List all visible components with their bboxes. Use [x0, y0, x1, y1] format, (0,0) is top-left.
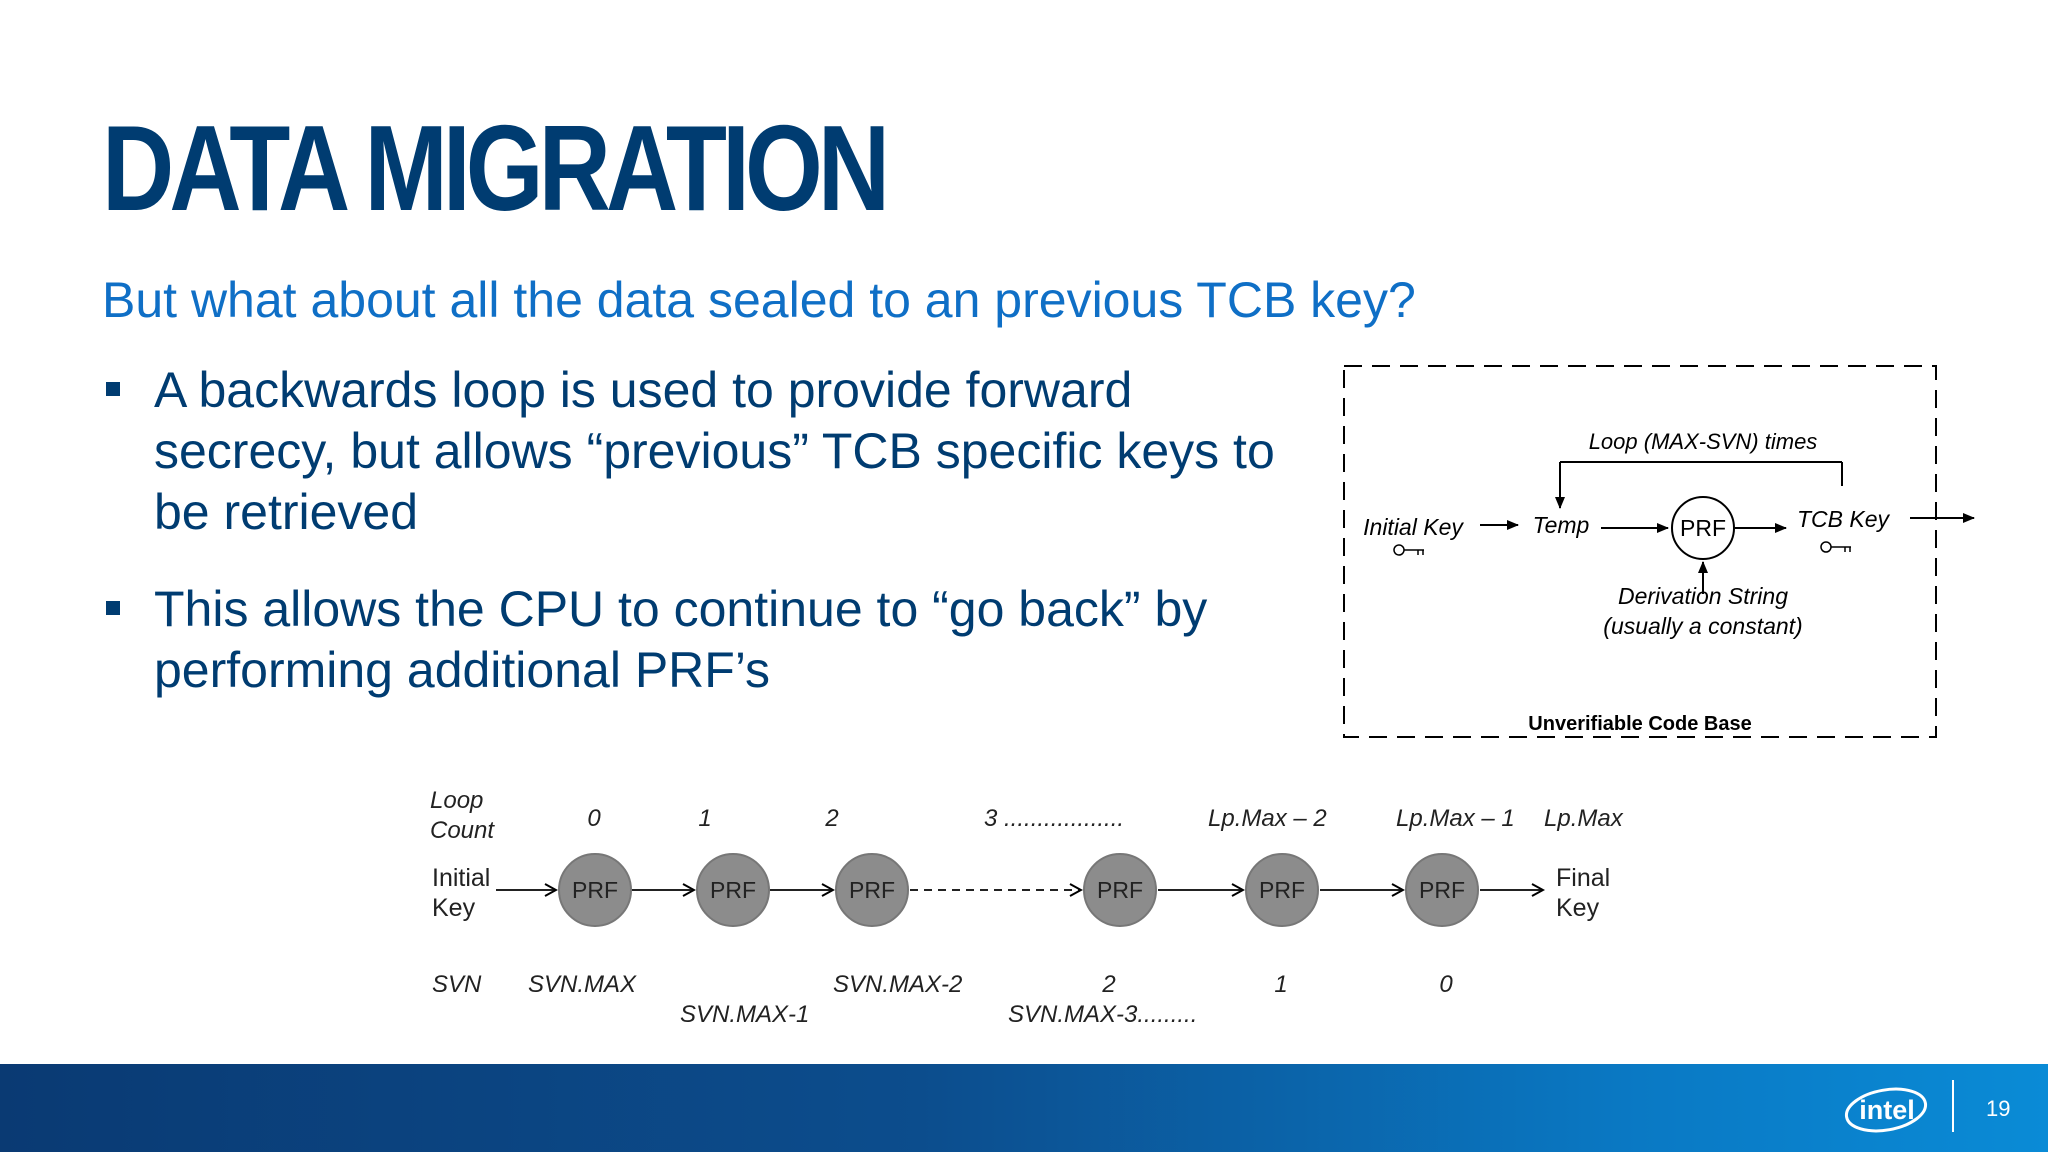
tcb-key-label: TCB Key: [1797, 506, 1891, 532]
initial-key-label: Initial Key: [1363, 514, 1464, 540]
loop-count-value: 0: [587, 805, 601, 832]
loop-count-value: 2: [824, 805, 838, 832]
bullet-item: A backwards loop is used to provide forw…: [102, 360, 1302, 543]
prf-node: [835, 853, 909, 927]
bullet-square-icon: [106, 382, 120, 396]
slide-title: DATA MIGRATION: [102, 100, 890, 236]
prf-node-label: PRF: [572, 877, 618, 903]
prf-node-label: PRF: [1097, 877, 1143, 903]
loop-count-value: 3 ..................: [984, 805, 1124, 832]
prf-node: [696, 853, 770, 927]
tcb-key-icon: [1820, 541, 1851, 553]
bullet-list: A backwards loop is used to provide forw…: [102, 360, 1302, 737]
footer-divider: [1952, 1080, 1954, 1132]
svn-label: SVN: [432, 971, 482, 998]
derivation-string-label: Derivation String: [1618, 583, 1788, 609]
prf-node-label: PRF: [1259, 877, 1305, 903]
tcb-key-derivation-diagram: Loop (MAX-SVN) times Initial Key Temp PR…: [430, 365, 1975, 1028]
prf-node: [558, 853, 632, 927]
loop-times-label: Loop (MAX-SVN) times: [1589, 429, 1818, 454]
prf-node-label: PRF: [1680, 515, 1726, 541]
svn-value: SVN.MAX-1: [680, 1001, 809, 1028]
svn-value: 0: [1439, 971, 1453, 998]
derivation-string-note: (usually a constant): [1603, 613, 1802, 639]
final-key-label-line2: Key: [1556, 894, 1600, 922]
page-number: 19: [1986, 1096, 2011, 1121]
bullet-text: A backwards loop is used to provide forw…: [154, 362, 1275, 540]
initial-key-label-line2: Key: [432, 894, 476, 922]
loop-count-value: Lp.Max – 1: [1396, 805, 1515, 832]
unverifiable-code-base-label: Unverifiable Code Base: [1528, 713, 1751, 735]
prf-node: [1245, 853, 1319, 927]
prf-node: [1671, 496, 1735, 560]
loop-count-label-line2: Count: [430, 817, 495, 844]
bullet-square-icon: [106, 601, 120, 615]
backwards-loop-diagram: Loop Count 0 1 2 3 .................. Lp…: [430, 787, 1624, 1028]
initial-key-icon: [1393, 544, 1424, 556]
svn-value: 1: [1274, 971, 1287, 998]
svn-value: SVN.MAX: [528, 971, 637, 998]
loop-count-value: Lp.Max: [1544, 805, 1624, 832]
unverifiable-code-base-box: [1343, 365, 1937, 738]
temp-label: Temp: [1533, 512, 1590, 538]
loop-count-value: Lp.Max – 2: [1208, 805, 1327, 832]
footer-bar: [0, 1064, 2048, 1152]
loop-count-label: Loop: [430, 787, 483, 814]
prf-node: [1083, 853, 1157, 927]
bullet-text: This allows the CPU to continue to “go b…: [154, 581, 1208, 698]
svn-value: SVN.MAX-3.........: [1008, 1001, 1197, 1028]
prf-node: [1405, 853, 1479, 927]
intel-logo: intel: [1844, 1087, 1928, 1133]
slide-subtitle: But what about all the data sealed to an…: [102, 272, 1416, 328]
prf-node-label: PRF: [710, 877, 756, 903]
final-key-label: Final: [1556, 864, 1610, 892]
bullet-item: This allows the CPU to continue to “go b…: [102, 579, 1302, 701]
loop-count-value: 1: [698, 805, 711, 832]
svn-value: SVN.MAX-2: [833, 971, 962, 998]
prf-node-label: PRF: [849, 877, 895, 903]
intel-logo-wordmark: intel: [1859, 1095, 1915, 1125]
svn-value: 2: [1101, 971, 1115, 998]
initial-key-label: Initial: [432, 864, 490, 892]
prf-node-label: PRF: [1419, 877, 1465, 903]
